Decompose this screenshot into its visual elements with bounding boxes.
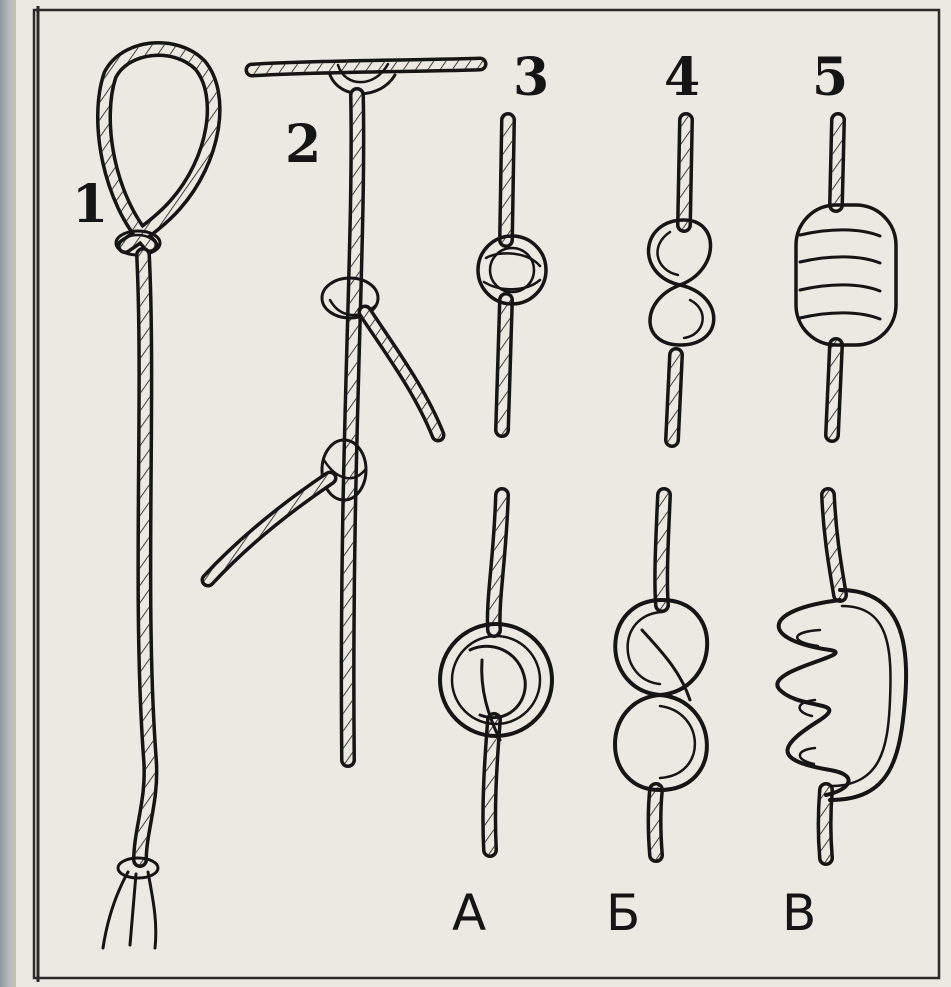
knot-4-bottom xyxy=(615,495,707,855)
knot-2-bar xyxy=(252,64,480,94)
knot-1-loop xyxy=(104,49,214,255)
label-number-1: 1 xyxy=(72,174,108,235)
knot-2-rope xyxy=(208,95,438,760)
label-letter-b: Б xyxy=(606,884,640,942)
knot-5-top xyxy=(796,120,896,435)
label-number-3: 3 xyxy=(513,47,549,108)
label-number-5: 5 xyxy=(812,47,848,108)
knot-5-bottom xyxy=(777,495,906,858)
label-number-2: 2 xyxy=(285,114,321,175)
knot-3-top xyxy=(478,120,546,430)
knot-1-rope xyxy=(103,255,158,948)
knot-3-bottom xyxy=(440,495,552,850)
label-letter-a: А xyxy=(452,884,486,942)
label-letter-v: В xyxy=(782,884,816,942)
knot-4-top xyxy=(649,120,714,440)
label-number-4: 4 xyxy=(664,47,700,108)
